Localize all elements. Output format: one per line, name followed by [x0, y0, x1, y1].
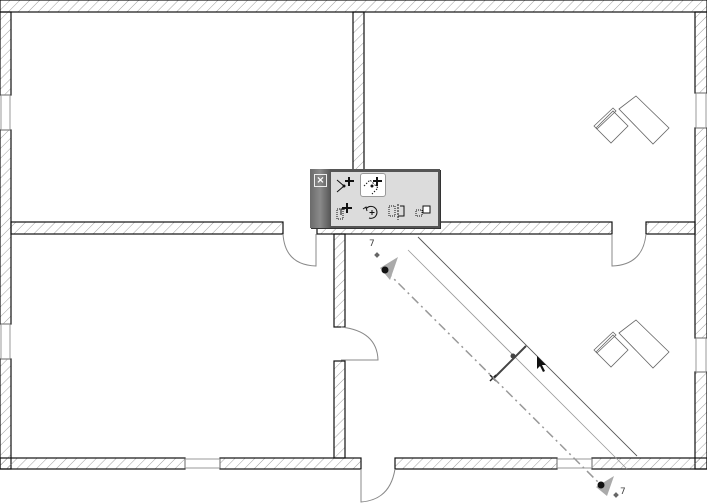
drag-edge-button[interactable] [360, 173, 386, 197]
window [184, 458, 221, 469]
drag-node-button[interactable] [334, 174, 358, 196]
move-icon [336, 203, 352, 220]
section-line[interactable] [374, 252, 619, 498]
palette-body [331, 172, 438, 226]
furniture [593, 95, 670, 369]
doors [282, 233, 647, 503]
section-label-end: 7 [620, 487, 626, 497]
wall-left-mid[interactable] [0, 129, 12, 325]
wall-bottom-3[interactable] [394, 457, 558, 470]
drag-node-icon [336, 177, 354, 193]
wall-bottom-4[interactable] [591, 457, 707, 470]
palette-close-button[interactable]: × [314, 174, 327, 187]
mirror-icon [388, 204, 405, 220]
rotate-button[interactable] [360, 201, 384, 223]
walls [0, 0, 707, 470]
wall-right-lower[interactable] [694, 371, 707, 470]
wall-interior-lower-a[interactable] [333, 233, 346, 328]
wall-in-progress [407, 236, 638, 470]
door [360, 468, 396, 503]
window [0, 94, 11, 131]
section-marker-end [596, 476, 614, 496]
window [695, 92, 707, 129]
door [282, 233, 317, 267]
wall-left-upper[interactable] [0, 11, 12, 96]
wall-left-lower[interactable] [0, 358, 12, 470]
window [695, 337, 707, 373]
move-button[interactable] [334, 201, 358, 223]
rotate-icon [362, 205, 378, 219]
wall-bottom-2[interactable] [219, 457, 362, 470]
edit-palette[interactable]: × [310, 169, 440, 228]
window [556, 458, 593, 469]
drag-edge-icon [363, 177, 382, 195]
multiply-button[interactable] [412, 201, 436, 223]
door [611, 233, 647, 267]
cursor-arrow-icon [537, 356, 546, 372]
window [0, 323, 11, 360]
section-label-start: 7 [369, 239, 375, 249]
wall-bottom-1[interactable] [0, 457, 186, 470]
section-marker-start [380, 257, 398, 280]
wall-mid-left[interactable] [10, 221, 284, 235]
multiply-icon [415, 205, 431, 217]
wall-right-mid[interactable] [694, 127, 707, 339]
door [340, 326, 379, 361]
palette-drag-handle[interactable] [310, 169, 330, 228]
mirror-button[interactable] [386, 201, 410, 223]
wall-interior-lower-b[interactable] [333, 360, 346, 459]
wall-right-upper[interactable] [694, 11, 707, 94]
wall-mid-far-right[interactable] [645, 221, 696, 235]
wall-top[interactable] [0, 0, 707, 13]
windows [0, 92, 707, 469]
